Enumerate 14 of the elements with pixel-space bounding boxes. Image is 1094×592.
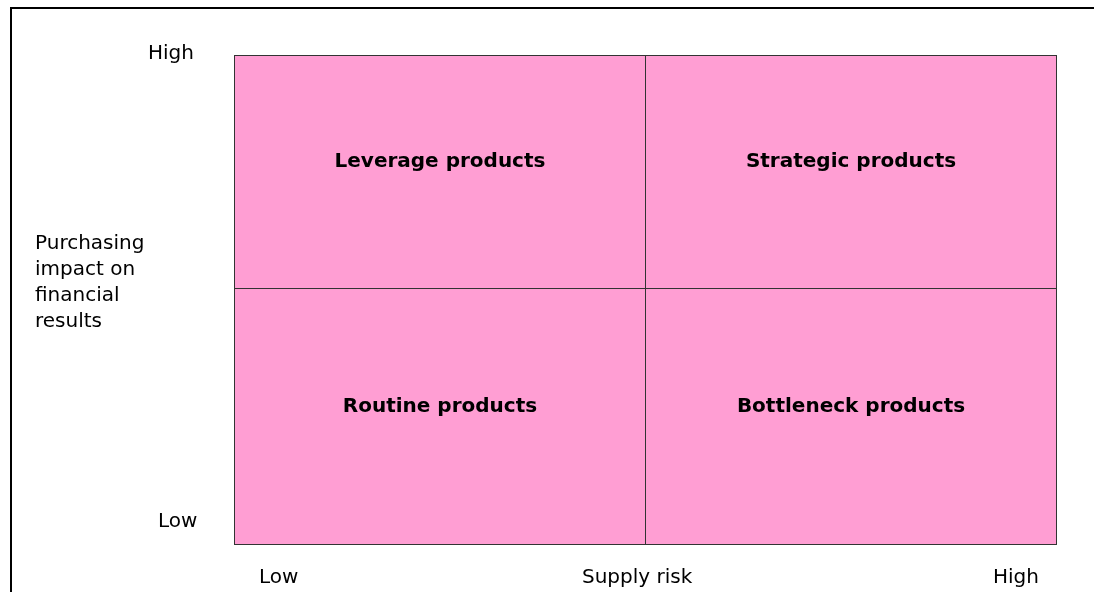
axis-tick-label: High (993, 564, 1039, 588)
quadrant-box (234, 55, 646, 289)
quadrant-box (645, 55, 1057, 289)
quadrant-label: Bottleneck products (736, 392, 966, 417)
axis-tick-label: High (148, 40, 194, 64)
quadrant-box (234, 288, 646, 545)
axis-tick-label: Low (158, 508, 198, 532)
quadrant-box (645, 288, 1057, 545)
quadrant-label: Routine products (342, 392, 538, 417)
axis-title: Supply risk (582, 564, 693, 588)
quadrant-label: Leverage products (334, 148, 546, 172)
axis-tick-label: Low (259, 564, 299, 588)
quadrant-label: Strategic products (745, 148, 957, 172)
axis-title: Purchasing impact on financial results (35, 229, 146, 333)
